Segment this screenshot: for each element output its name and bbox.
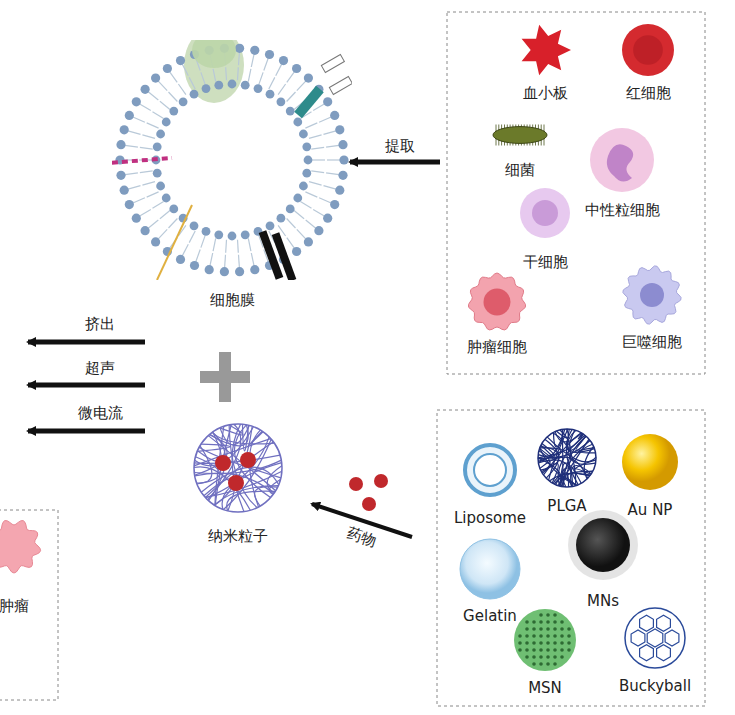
tumor-cell: 肿瘤细胞 bbox=[452, 272, 542, 359]
arrow-label: 超声 bbox=[85, 358, 115, 378]
cell-membrane-shape bbox=[112, 40, 352, 280]
tumor-tissue: 肿瘤 bbox=[0, 518, 59, 618]
stem-cell: 干细胞 bbox=[500, 187, 590, 274]
node-label: 肿瘤细胞 bbox=[452, 337, 542, 357]
neutrophil-cell: 中性粒细胞 bbox=[577, 127, 667, 222]
node-label: MSN bbox=[500, 678, 590, 698]
extrude-arrow bbox=[28, 340, 145, 345]
node-label: 血小板 bbox=[500, 83, 590, 103]
arrow-label: 提取 bbox=[385, 136, 415, 156]
node-label: 肿瘤 bbox=[0, 596, 59, 616]
drug-dot bbox=[349, 477, 363, 491]
buckyball-particle: Buckyball bbox=[610, 606, 700, 698]
nanoparticle-shape bbox=[192, 422, 284, 514]
node-label: 细菌 bbox=[475, 160, 565, 180]
drug-dot bbox=[362, 497, 376, 511]
red-blood-cell: 红细胞 bbox=[603, 23, 693, 105]
node-label: 红细胞 bbox=[603, 83, 693, 103]
stem-cell-shape bbox=[519, 187, 571, 239]
plus-sign bbox=[219, 352, 231, 402]
gold-particle-shape bbox=[621, 433, 679, 491]
nanoparticle: 纳米粒子 bbox=[192, 422, 284, 548]
node-label: 中性粒细胞 bbox=[577, 200, 667, 220]
node-label: Liposome bbox=[445, 508, 535, 528]
node-label: 细胞膜 bbox=[112, 290, 352, 310]
gold-particle: Au NP bbox=[605, 433, 695, 522]
cell-source-box bbox=[447, 12, 705, 374]
bacteria-cell: 细菌 bbox=[475, 105, 565, 182]
platelet-cell: 血小板 bbox=[500, 24, 590, 105]
arrow-label: 挤出 bbox=[85, 314, 115, 334]
tumor-tissue-shape bbox=[0, 518, 42, 574]
node-label: 干细胞 bbox=[500, 252, 590, 272]
msn-particle: MSN bbox=[500, 608, 590, 700]
liposome-particle-shape bbox=[462, 442, 518, 498]
tumor-cell-shape bbox=[467, 272, 527, 332]
node-label: Buckyball bbox=[610, 676, 700, 696]
gelatin-particle-shape bbox=[459, 538, 521, 600]
arrow-label: 微电流 bbox=[78, 403, 123, 423]
plga-particle-shape bbox=[536, 427, 598, 489]
cell-membrane: 细胞膜 bbox=[112, 40, 352, 312]
buckyball-particle-shape bbox=[623, 606, 687, 670]
node-label: 巨噬细胞 bbox=[607, 332, 697, 352]
node-label: 纳米粒子 bbox=[192, 526, 284, 546]
extract-arrow bbox=[350, 160, 440, 165]
material-box bbox=[437, 410, 705, 706]
bacteria-cell-shape bbox=[490, 105, 550, 165]
arrow-label: 药物 bbox=[345, 523, 380, 551]
drug-dot bbox=[374, 474, 388, 488]
node-label: MNs bbox=[558, 591, 648, 611]
liposome-particle: Liposome bbox=[445, 442, 535, 530]
macrophage-cell: 巨噬细胞 bbox=[607, 265, 697, 354]
ultrasound-arrow bbox=[28, 383, 145, 388]
plga-particle: PLGA bbox=[522, 427, 612, 518]
red-blood-cell-shape bbox=[621, 23, 675, 77]
current-arrow bbox=[28, 429, 145, 434]
neutrophil-cell-shape bbox=[589, 127, 655, 193]
platelet-cell-shape bbox=[519, 24, 571, 76]
macrophage-cell-shape bbox=[622, 265, 682, 325]
mns-particle: MNs bbox=[558, 509, 648, 613]
gelatin-particle: Gelatin bbox=[445, 538, 535, 628]
msn-particle-shape bbox=[513, 608, 577, 672]
mns-particle-shape bbox=[567, 509, 639, 581]
